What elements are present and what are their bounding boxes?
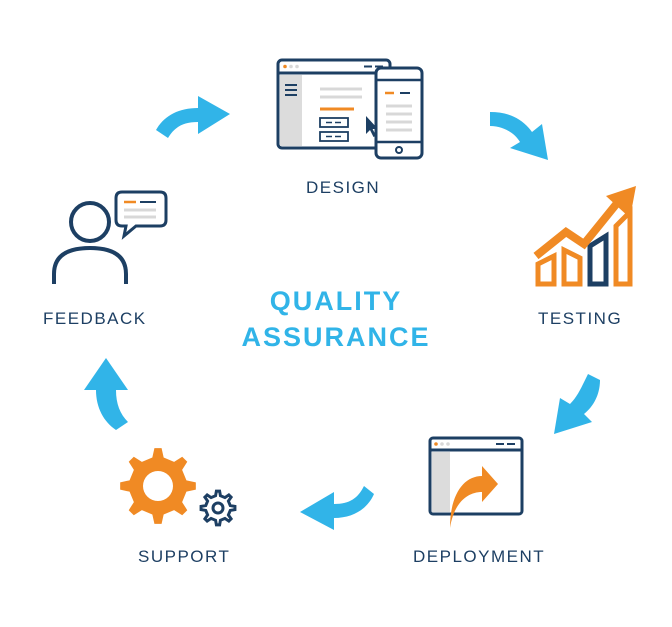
small-gear-shape	[199, 489, 237, 527]
browser-and-phone-icon	[276, 58, 424, 160]
rising-bar-chart-icon	[533, 186, 636, 287]
stage-label-testing: TESTING	[538, 309, 623, 328]
center-title-line2: ASSURANCE	[241, 322, 431, 352]
curved-arrow-icon	[490, 112, 548, 160]
stage-label-feedback: FEEDBACK	[43, 309, 147, 328]
stage-label-deployment: DEPLOYMENT	[413, 547, 546, 566]
gears-icon	[120, 448, 237, 527]
large-gear-icon	[120, 448, 196, 524]
small-gear-hub	[211, 501, 225, 515]
stage-label-design: DESIGN	[306, 178, 381, 197]
person-speech-bubble-icon	[52, 190, 168, 284]
curved-arrow-icon	[156, 96, 230, 138]
browser-upload-icon	[428, 436, 524, 528]
center-title-line1: QUALITY	[269, 286, 403, 316]
small-gear-icon	[199, 489, 237, 527]
curved-arrow-icon	[300, 486, 374, 530]
curved-arrow-icon	[84, 358, 128, 430]
large-gear-shape	[120, 448, 196, 524]
curved-arrow-icon	[554, 374, 600, 434]
stage-label-support: SUPPORT	[138, 547, 231, 566]
